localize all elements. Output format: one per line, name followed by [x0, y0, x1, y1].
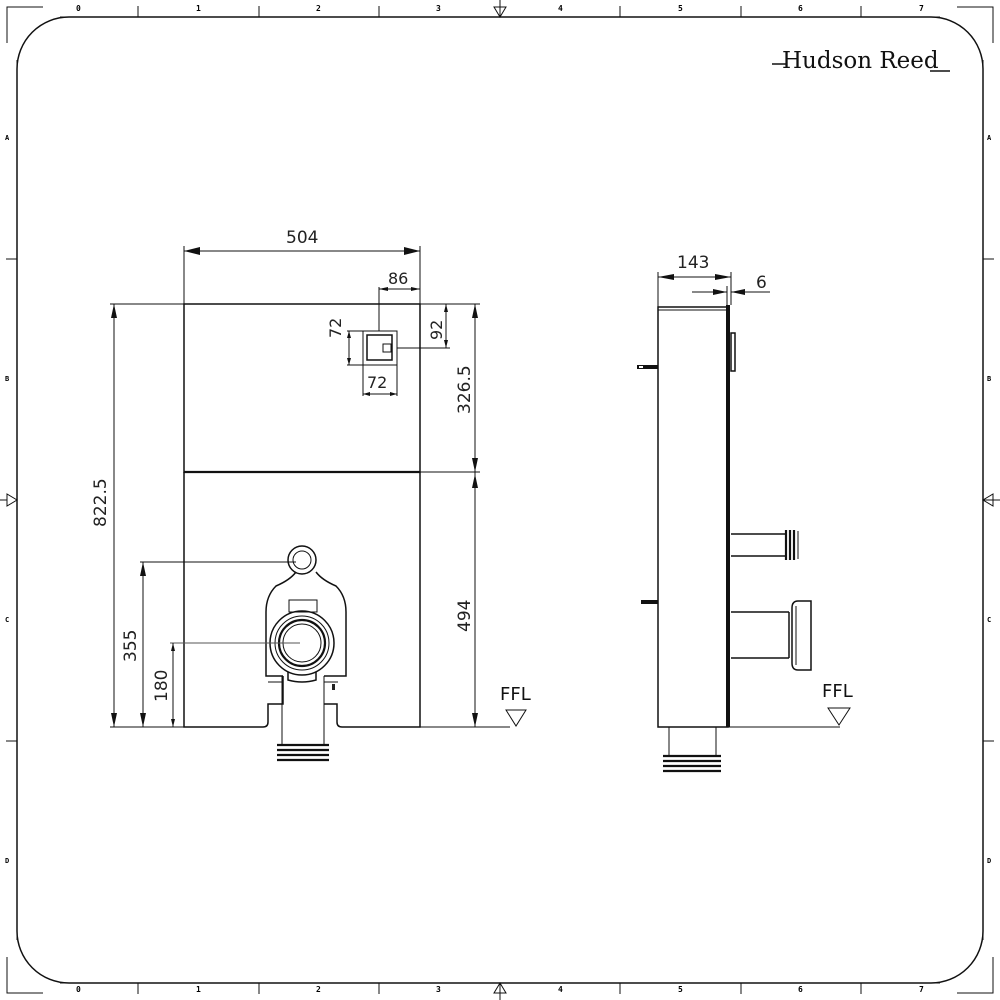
grid-row-labels-left: A B C D: [5, 0, 15, 1000]
grid-column-label: 6: [798, 4, 803, 13]
front-floor-level-label: FFL: [500, 684, 531, 705]
dimension-total-height: 822.5: [91, 478, 111, 527]
grid-column-label: 3: [436, 4, 441, 13]
sheet-corner-marks: [6, 6, 994, 994]
grid-row-label: B: [987, 375, 992, 383]
grid-row-label: C: [5, 616, 10, 624]
dimension-upper-panel-height: 326.5: [455, 365, 475, 414]
grid-column-label: 1: [196, 985, 201, 994]
front-view: [183, 303, 421, 762]
dimension-lower-panel-height: 494: [455, 599, 475, 632]
side-view: [637, 305, 851, 773]
dimension-panel-thickness: 6: [756, 273, 767, 293]
dimension-width: 504: [286, 228, 319, 248]
grid-row-label: D: [987, 857, 992, 865]
front-view-dimensions: [110, 246, 527, 728]
side-view-dimensions: [657, 272, 770, 307]
grid-column-label: 7: [919, 4, 924, 13]
grid-column-label: 5: [678, 4, 683, 13]
grid-column-labels-bottom: 0 1 2 3 4 5 6 7: [0, 985, 1000, 997]
dimension-flush-plate-width: 72: [367, 373, 388, 392]
dimension-flush-top-offset: 92: [427, 319, 446, 340]
grid-row-labels-right: A B C D: [987, 0, 997, 1000]
dimension-depth: 143: [677, 253, 710, 273]
grid-row-label: D: [5, 857, 10, 865]
grid-row-label: A: [987, 134, 992, 142]
drawing-border: [16, 16, 984, 984]
dimension-inlet-height: 355: [121, 629, 141, 662]
grid-column-label: 3: [436, 985, 441, 994]
dimension-flush-plate-height: 72: [326, 317, 345, 338]
dimension-outlet-height: 180: [152, 669, 172, 702]
grid-row-label: A: [5, 134, 10, 142]
grid-column-label: 4: [558, 985, 563, 994]
grid-row-label: B: [5, 375, 10, 383]
grid-column-label: 4: [558, 4, 563, 13]
grid-column-label: 2: [316, 985, 321, 994]
grid-column-label: 6: [798, 985, 803, 994]
grid-column-label: 1: [196, 4, 201, 13]
side-floor-level-label: FFL: [822, 681, 853, 702]
brand-logo: Hudson Reed: [782, 48, 939, 74]
grid-column-labels-top: 0 1 2 3 4 5 6 7: [0, 4, 1000, 16]
grid-row-label: C: [987, 616, 992, 624]
grid-column-label: 0: [76, 985, 81, 994]
grid-column-label: 2: [316, 4, 321, 13]
grid-column-label: 0: [76, 4, 81, 13]
grid-column-label: 7: [919, 985, 924, 994]
dimension-flush-offset: 86: [388, 269, 409, 288]
grid-column-label: 5: [678, 985, 683, 994]
